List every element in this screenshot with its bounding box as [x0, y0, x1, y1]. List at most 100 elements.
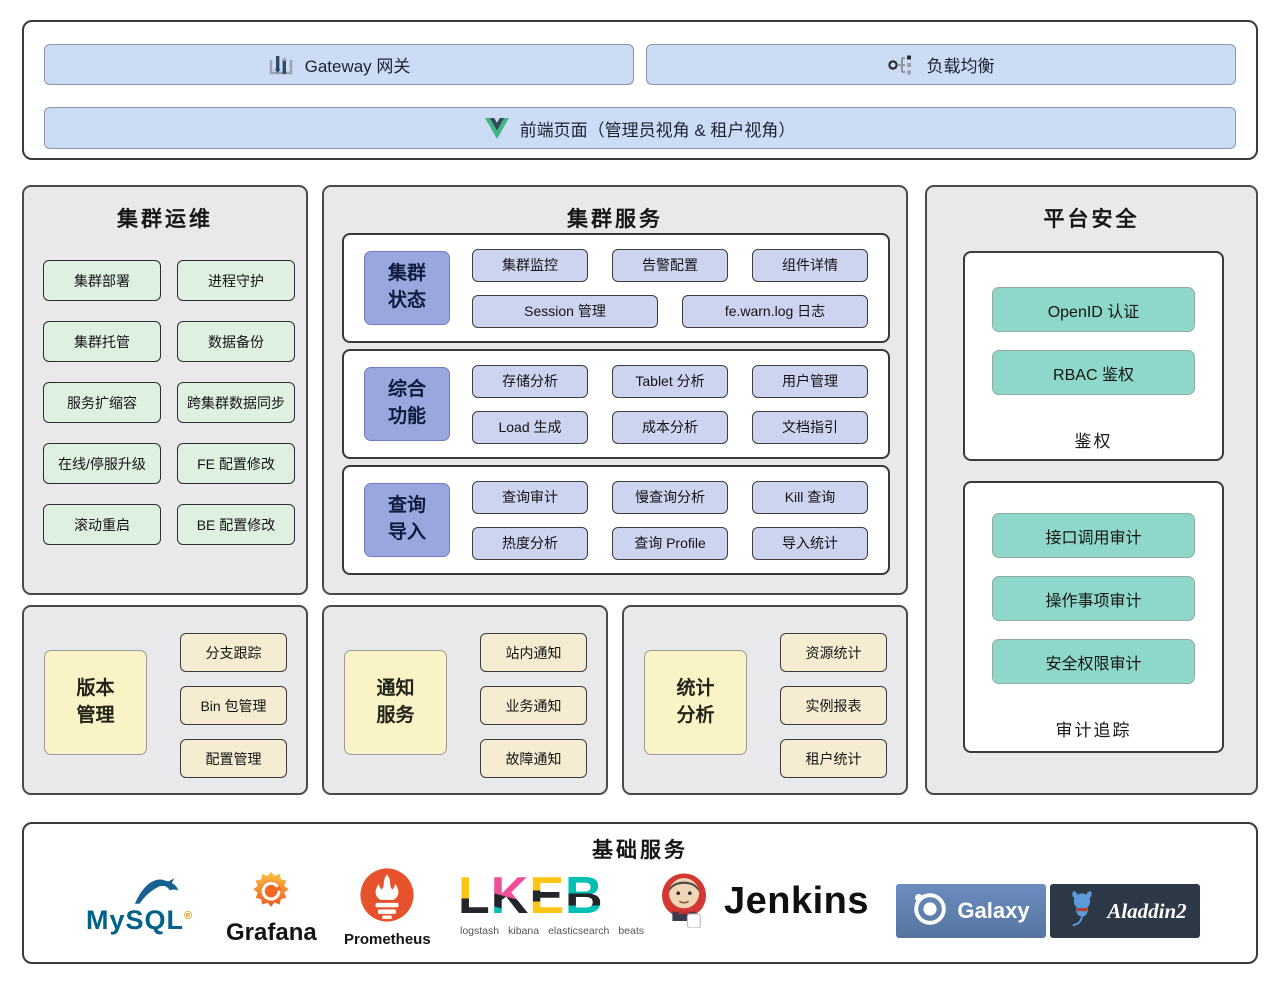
svc-button[interactable]: 集群监控 — [472, 248, 588, 282]
audit-card-label: 审计追踪 — [1055, 721, 1132, 740]
notification-panel: 通知服务 站内通知 业务通知 故障通知 — [322, 605, 608, 795]
grafana-icon — [250, 870, 292, 917]
query-import-label: 查询导入 — [387, 495, 426, 543]
cluster-ops-panel: 集群运维 集群部署 进程守护 集群托管 数据备份 服务扩缩容 跨集群数据同步 在… — [22, 185, 308, 595]
ops-button[interactable]: 在线/停服升级 — [43, 443, 161, 484]
svc-button[interactable]: Kill 查询 — [752, 480, 868, 514]
genie-icon — [1063, 889, 1101, 934]
query-import-card: 查询导入 查询审计 慢查询分析 Kill 查询 热度分析 查询 Profile … — [342, 465, 890, 575]
mysql-logo: MySQL® — [86, 876, 193, 936]
svc-button[interactable]: 热度分析 — [472, 526, 588, 560]
prometheus-icon — [358, 866, 416, 929]
version-mgmt-label: 版本管理 — [76, 677, 115, 726]
statistics-block: 统计分析 — [644, 650, 747, 755]
statistics-panel: 统计分析 资源统计 实例报表 租户统计 — [622, 605, 908, 795]
mysql-dolphin-icon — [132, 876, 184, 911]
mysql-wordmark: MySQL® — [86, 905, 194, 935]
jenkins-butler-icon — [656, 870, 712, 933]
jenkins-wordmark: Jenkins — [724, 880, 870, 922]
base-services-frame: 基础服务 MySQL® Grafana — [22, 822, 1258, 964]
statistics-label: 统计分析 — [676, 677, 715, 726]
statistics-button[interactable]: 资源统计 — [780, 633, 887, 672]
access-layer-frame: Gateway 网关 负载均衡 前端页面（管理员视角 & 租户视角） — [22, 20, 1258, 160]
elastic-letters: L K E B — [458, 867, 604, 925]
ops-button[interactable]: 跨集群数据同步 — [177, 382, 295, 423]
query-import-rows: 查询审计 慢查询分析 Kill 查询 热度分析 查询 Profile 导入统计 — [472, 480, 868, 560]
elastic-stack-logo: L K E B logstash kibana elasticsearch be… — [458, 867, 645, 938]
version-button[interactable]: 配置管理 — [180, 739, 287, 778]
svc-button[interactable]: 慢查询分析 — [612, 480, 728, 514]
ops-button[interactable]: 服务扩缩容 — [43, 382, 161, 423]
security-button[interactable]: OpenID 认证 — [992, 287, 1195, 332]
base-services-title: 基础服务 — [592, 839, 688, 862]
cluster-status-block: 集群状态 — [364, 251, 450, 325]
grafana-wordmark: Grafana — [226, 919, 317, 946]
aladdin-wordmark: Aladdin2 — [1107, 898, 1187, 923]
security-button[interactable]: 接口调用审计 — [992, 513, 1195, 558]
svc-button[interactable]: 告警配置 — [612, 248, 728, 282]
platform-security-panel: 平台安全 OpenID 认证 RBAC 鉴权 鉴权 接口调用审计 操作事项审计 … — [925, 185, 1258, 795]
security-button[interactable]: RBAC 鉴权 — [992, 350, 1195, 395]
svc-button[interactable]: 导入统计 — [752, 526, 868, 560]
load-balancer-label: 负载均衡 — [926, 57, 995, 76]
version-mgmt-block: 版本管理 — [44, 650, 147, 755]
frontend-node[interactable]: 前端页面（管理员视角 & 租户视角） — [44, 107, 1236, 149]
cluster-ops-title: 集群运维 — [117, 208, 213, 231]
statistics-button[interactable]: 实例报表 — [780, 686, 887, 725]
ops-button[interactable]: 集群部署 — [43, 260, 161, 301]
aladdin-logo: Aladdin2 — [1050, 884, 1200, 938]
cluster-services-panel: 集群服务 集群状态 集群监控 告警配置 组件详情 Session 管理 fe.w… — [322, 185, 908, 595]
prometheus-wordmark: Prometheus — [344, 931, 431, 948]
svc-button[interactable]: Session 管理 — [472, 294, 658, 328]
svc-button[interactable]: fe.warn.log 日志 — [682, 294, 868, 328]
ops-button[interactable]: 数据备份 — [177, 321, 295, 362]
version-button[interactable]: Bin 包管理 — [180, 686, 287, 725]
version-button[interactable]: 分支跟踪 — [180, 633, 287, 672]
notification-button[interactable]: 站内通知 — [480, 633, 587, 672]
svc-button[interactable]: 查询审计 — [472, 480, 588, 514]
audit-card: 接口调用审计 操作事项审计 安全权限审计 审计追踪 — [963, 481, 1224, 753]
ops-button[interactable]: 滚动重启 — [43, 504, 161, 545]
svc-button[interactable]: Tablet 分析 — [612, 364, 728, 398]
elastic-products: logstash kibana elasticsearch beats — [460, 925, 645, 938]
svc-button[interactable]: 查询 Profile — [612, 526, 728, 560]
ops-button[interactable]: 集群托管 — [43, 321, 161, 362]
security-button[interactable]: 操作事项审计 — [992, 576, 1195, 621]
general-functions-block: 综合功能 — [364, 367, 450, 441]
statistics-button[interactable]: 租户统计 — [780, 739, 887, 778]
security-button[interactable]: 安全权限审计 — [992, 639, 1195, 684]
galaxy-logo: Galaxy — [896, 884, 1046, 938]
notification-button[interactable]: 故障通知 — [480, 739, 587, 778]
cluster-status-rows: 集群监控 告警配置 组件详情 Session 管理 fe.warn.log 日志 — [472, 248, 868, 328]
gateway-label: Gateway 网关 — [304, 57, 411, 76]
general-functions-label: 综合功能 — [387, 379, 426, 427]
galaxy-icon — [912, 891, 948, 932]
cluster-status-card: 集群状态 集群监控 告警配置 组件详情 Session 管理 fe.warn.l… — [342, 233, 890, 343]
cluster-status-label: 集群状态 — [387, 263, 426, 311]
svc-button[interactable]: 存储分析 — [472, 364, 588, 398]
load-balancer-icon — [887, 54, 916, 76]
notification-block: 通知服务 — [344, 650, 447, 755]
version-mgmt-panel: 版本管理 分支跟踪 Bin 包管理 配置管理 — [22, 605, 308, 795]
svc-button[interactable]: 成本分析 — [612, 410, 728, 444]
svc-button[interactable]: 文档指引 — [752, 410, 868, 444]
platform-security-title: 平台安全 — [1043, 208, 1140, 231]
vue-icon — [484, 117, 509, 139]
auth-card-label: 鉴权 — [1074, 432, 1113, 451]
notification-label: 通知服务 — [376, 677, 415, 726]
gateway-node[interactable]: Gateway 网关 — [44, 44, 634, 85]
svc-button[interactable]: Load 生成 — [472, 410, 588, 444]
load-balancer-node[interactable]: 负载均衡 — [646, 44, 1236, 85]
galaxy-wordmark: Galaxy — [957, 898, 1030, 923]
prometheus-logo: Prometheus — [344, 866, 431, 948]
notification-button[interactable]: 业务通知 — [480, 686, 587, 725]
ops-button[interactable]: FE 配置修改 — [177, 443, 295, 484]
general-functions-rows: 存储分析 Tablet 分析 用户管理 Load 生成 成本分析 文档指引 — [472, 364, 868, 444]
svc-button[interactable]: 组件详情 — [752, 248, 868, 282]
cluster-services-title: 集群服务 — [567, 208, 663, 231]
svc-button[interactable]: 用户管理 — [752, 364, 868, 398]
ops-button[interactable]: 进程守护 — [177, 260, 295, 301]
general-functions-card: 综合功能 存储分析 Tablet 分析 用户管理 Load 生成 成本分析 文档… — [342, 349, 890, 459]
ops-button[interactable]: BE 配置修改 — [177, 504, 295, 545]
